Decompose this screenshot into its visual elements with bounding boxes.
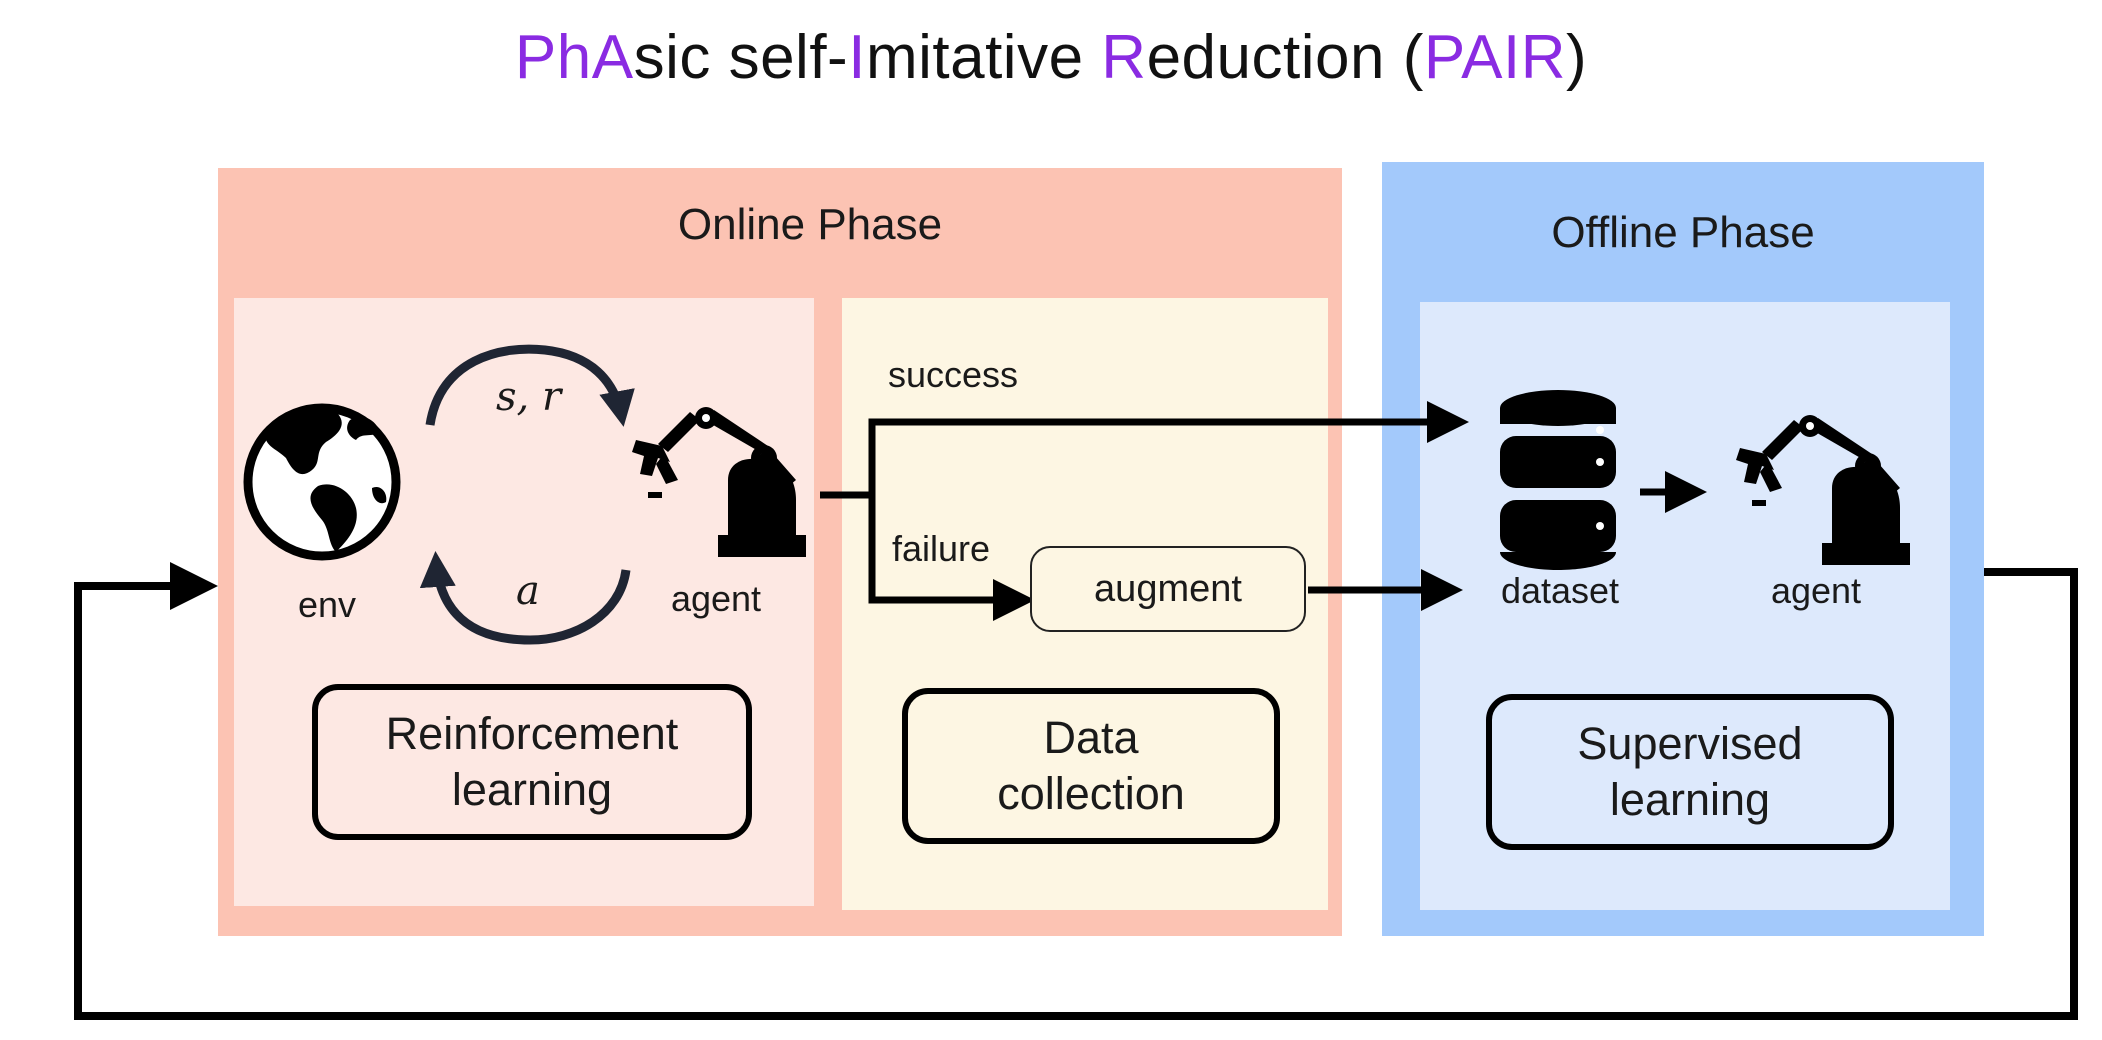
globe-icon xyxy=(243,403,401,561)
title-seg-5: R xyxy=(1101,23,1147,92)
data-method-line1: Data xyxy=(1043,712,1139,763)
rl-method-box: Reinforcement learning xyxy=(312,684,752,840)
sl-method-line1: Supervised xyxy=(1577,718,1803,769)
title-seg-0: Ph xyxy=(514,23,592,92)
rl-method-line1: Reinforcement xyxy=(385,708,679,759)
robot-arm-icon xyxy=(1736,415,1910,565)
rl-method-line2: learning xyxy=(451,764,613,815)
database-icon xyxy=(1500,390,1616,570)
failure-arrow xyxy=(868,495,1035,621)
feedback-loop-arrow xyxy=(74,562,2078,1020)
success-arrow xyxy=(868,401,1469,495)
action-arrow xyxy=(419,551,631,645)
title-seg-7: PAIR xyxy=(1423,23,1566,92)
robot-arm-icon xyxy=(632,407,806,557)
state-reward-label: s, r xyxy=(496,374,562,420)
title-seg-6: eduction ( xyxy=(1146,23,1424,92)
state-reward-arrow xyxy=(425,344,635,427)
success-label: success xyxy=(888,354,1019,395)
action-label: a xyxy=(516,568,540,614)
sl-method-line2: learning xyxy=(1609,774,1771,825)
data-collection-method-box: Data collection xyxy=(902,688,1280,844)
env-label: env xyxy=(297,584,357,625)
failure-label: failure xyxy=(892,528,991,569)
online-phase-title: Online Phase xyxy=(677,200,943,249)
supervised-method-box: Supervised learning xyxy=(1486,694,1894,850)
data-method-line2: collection xyxy=(997,768,1185,819)
title-seg-3: I xyxy=(848,23,866,92)
title-seg-8: ) xyxy=(1565,23,1588,92)
title-seg-1: A xyxy=(591,23,634,92)
diagram-title: PhAsic self-Imitative Reduction (PAIR) xyxy=(0,22,2102,93)
online-agent-label: agent xyxy=(670,578,762,619)
offline-agent-label: agent xyxy=(1770,570,1862,611)
title-seg-4: mitative xyxy=(865,23,1102,92)
offline-phase-title: Offline Phase xyxy=(1551,208,1815,257)
dataset-label: dataset xyxy=(1500,570,1620,611)
title-seg-2: sic self- xyxy=(633,23,849,92)
augment-box: augment xyxy=(1030,546,1306,632)
